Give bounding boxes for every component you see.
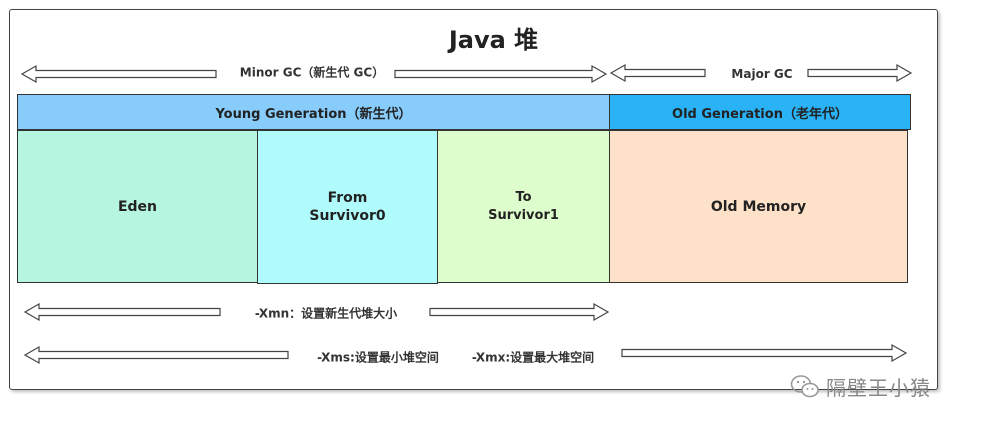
major-gc-label: Major GC	[731, 67, 793, 81]
heap-frame	[9, 9, 938, 390]
watermark-text: 隔壁王小猿	[826, 376, 931, 400]
minor-gc-left-arrow	[20, 64, 217, 84]
eden-region: Eden	[17, 130, 258, 283]
minor-gc-right-arrow	[394, 64, 608, 84]
old-memory-label: Old Memory	[710, 198, 807, 215]
young-generation-bar: Young Generation（新生代）	[17, 94, 610, 130]
major-gc-left-arrow	[609, 63, 706, 83]
xmx-right-arrow	[621, 343, 908, 363]
to-survivor-region: To Survivor1	[437, 130, 610, 283]
eden-label: Eden	[117, 198, 158, 215]
from-survivor-region: From Survivor0	[257, 130, 438, 284]
xmn-left-arrow	[23, 302, 221, 322]
xmn-label: -Xmn：设置新生代堆大小	[254, 306, 398, 321]
to-survivor-label-line1: To	[515, 189, 532, 205]
from-survivor-label-line2: Survivor0	[309, 208, 386, 224]
xms-label: -Xms:设置最小堆空间	[317, 350, 439, 365]
old-generation-bar: Old Generation（老年代）	[609, 94, 911, 130]
from-survivor-label-line1: From	[327, 190, 368, 206]
major-gc-right-arrow	[807, 63, 913, 83]
watermark: 隔壁王小猿	[790, 372, 931, 401]
minor-gc-label: Minor GC（新生代 GC）	[239, 65, 385, 80]
xmx-label: -Xmx:设置最大堆空间	[471, 350, 595, 365]
old-memory-region: Old Memory	[609, 130, 908, 283]
xmn-right-arrow	[429, 302, 610, 322]
diagram-title: Java 堆	[448, 26, 539, 54]
wechat-icon	[790, 374, 819, 397]
to-survivor-label-line2: Survivor1	[488, 207, 559, 223]
xms-left-arrow	[23, 345, 289, 365]
